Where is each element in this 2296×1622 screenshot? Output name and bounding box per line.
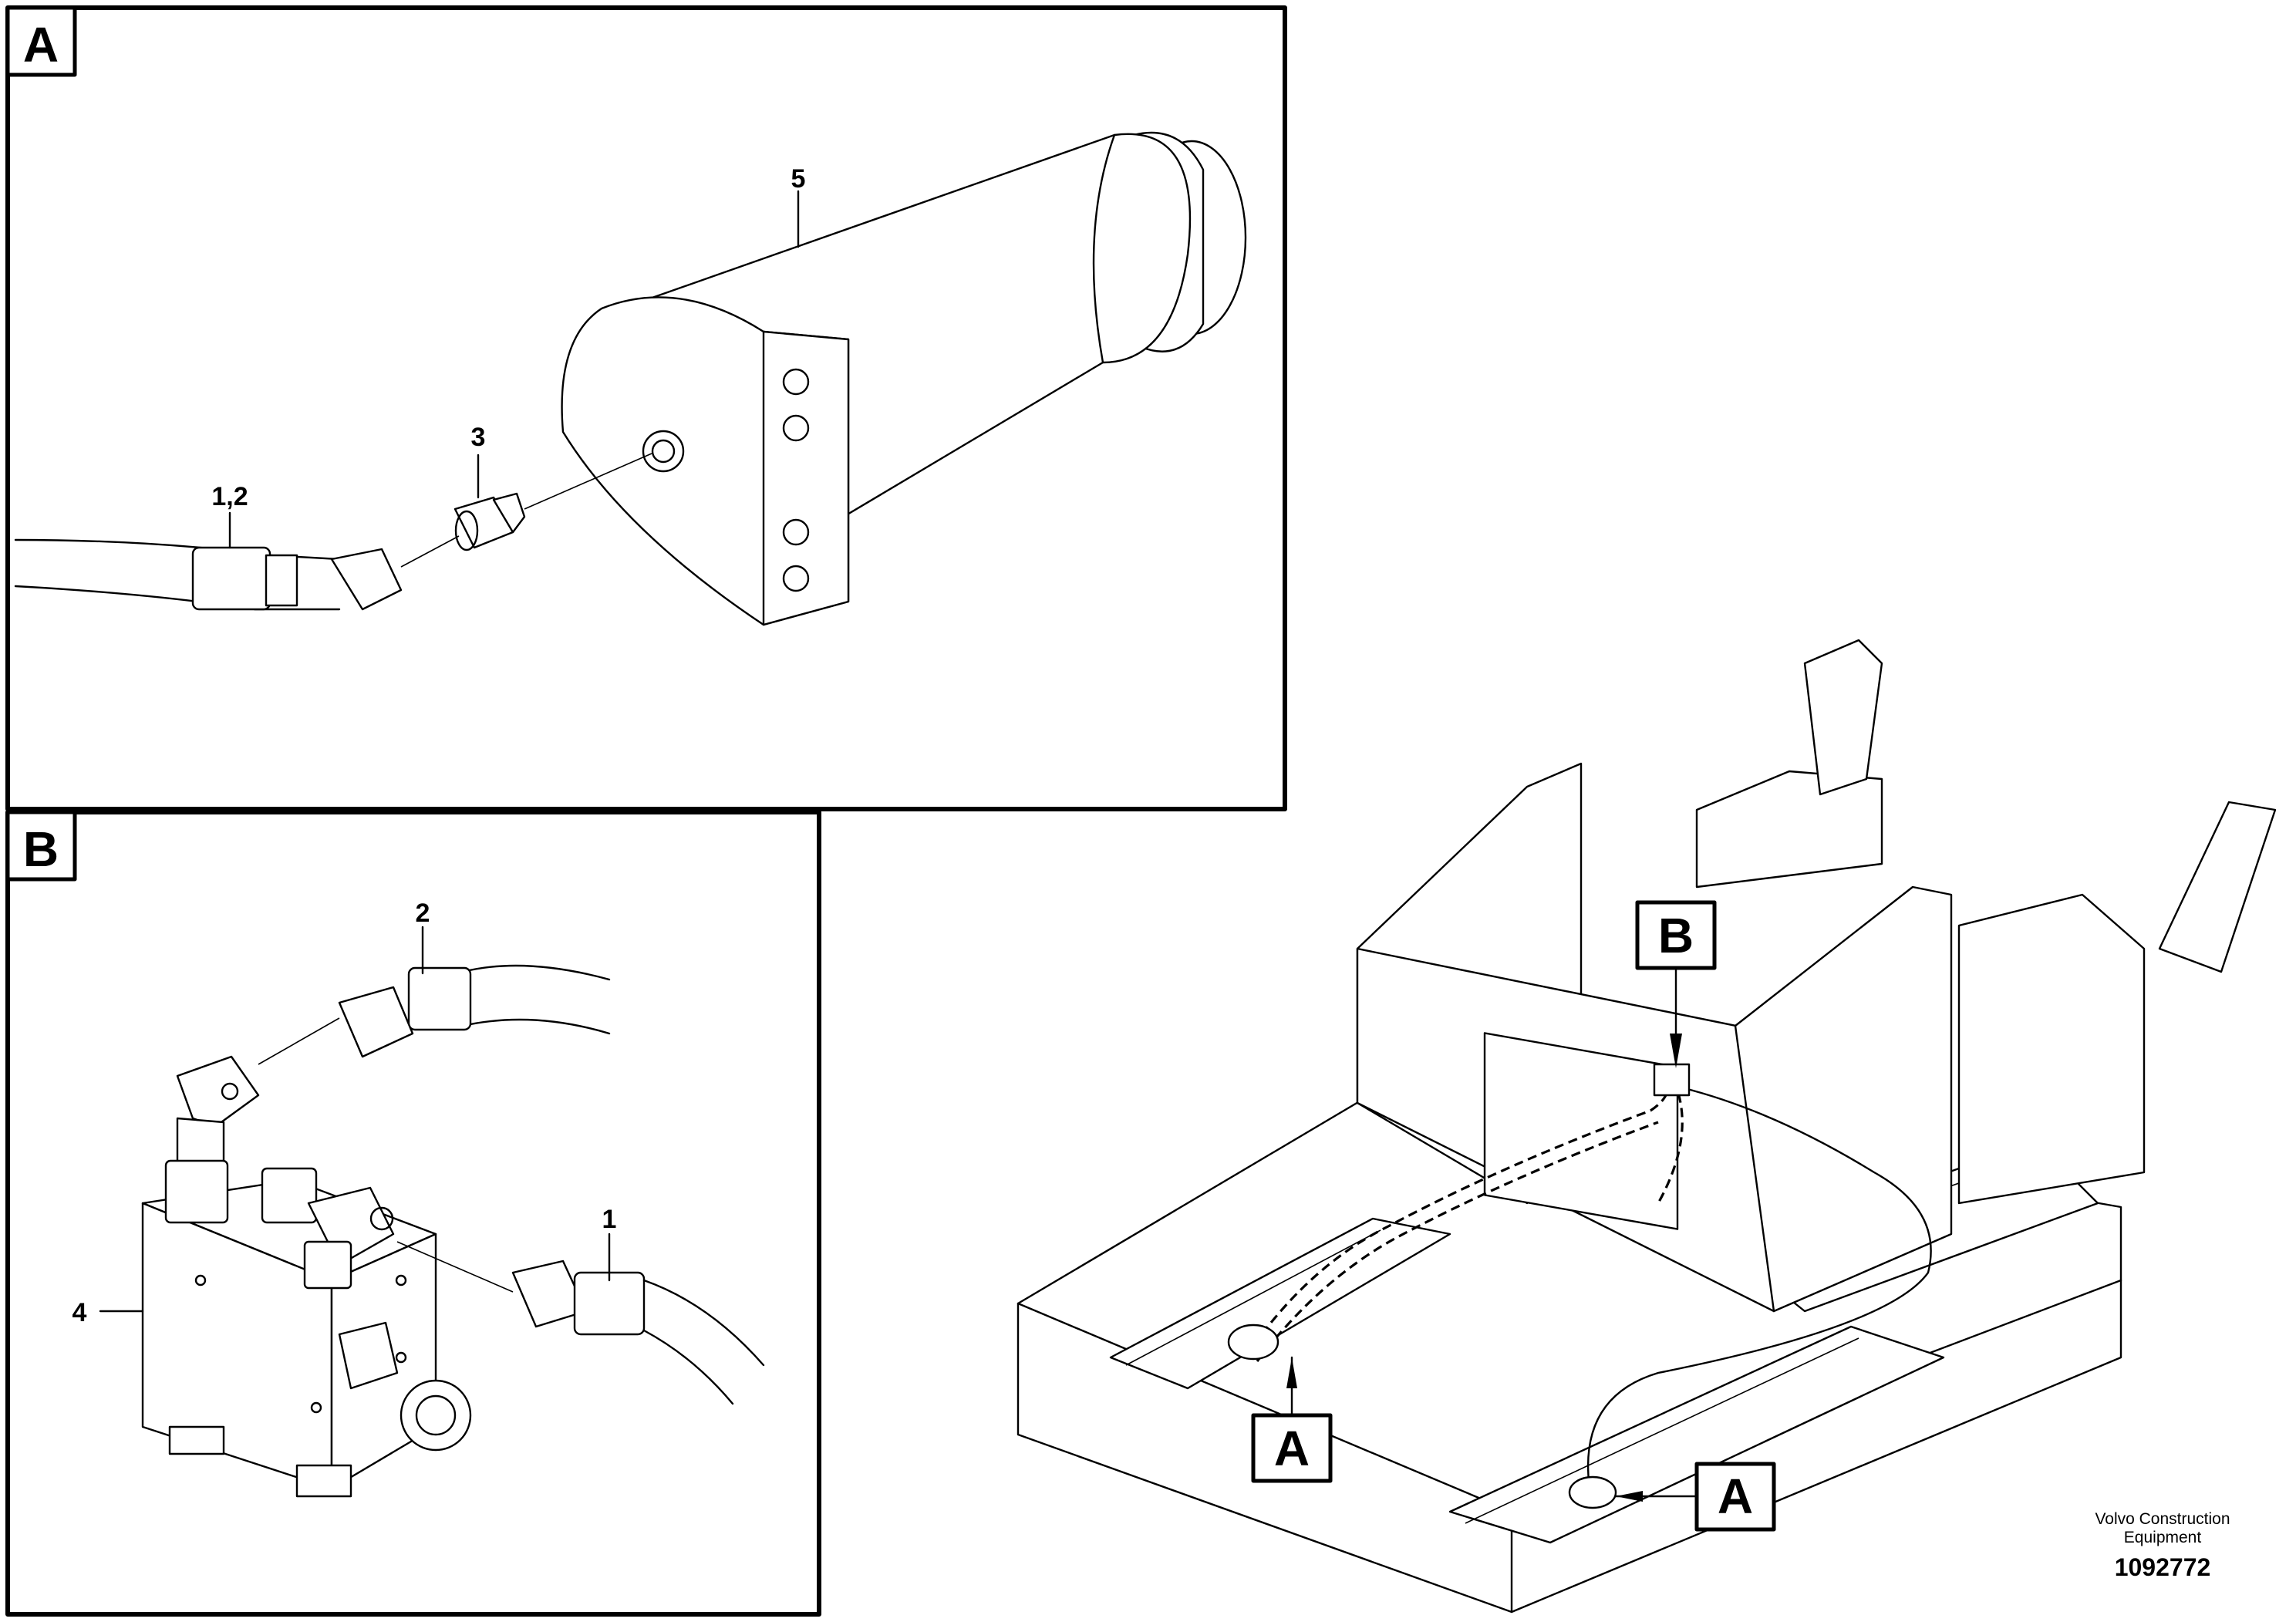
overview-marker-a-left: A (1274, 1421, 1310, 1476)
panel-a-label: A (23, 17, 59, 73)
overview-marker-b: B (1658, 908, 1694, 963)
footer-caption: Volvo Construction Equipment 1092772 (2095, 1510, 2230, 1581)
valve-block (141, 1159, 472, 1498)
company-line-2: Equipment (2124, 1529, 2202, 1546)
callout-1-2: 1,2 (211, 482, 248, 511)
accumulator (561, 131, 1247, 626)
panel-b-label: B (23, 821, 59, 877)
callout-1: 1 (602, 1205, 617, 1234)
illustration-number: 1092772 (2115, 1553, 2211, 1581)
hose-1-assembly (396, 1241, 765, 1405)
machine-overview: B A A (1017, 639, 2277, 1614)
callout-3: 3 (471, 423, 486, 452)
callout-4: 4 (72, 1298, 87, 1327)
detail-panel-a: A (5, 5, 1287, 811)
callout-2: 2 (416, 899, 430, 928)
overview-marker-a-right: A (1718, 1469, 1753, 1524)
callout-5: 5 (791, 164, 806, 194)
hose-assembly (14, 535, 460, 611)
hose-2-assembly (258, 964, 611, 1065)
adapter-fitting (453, 453, 652, 551)
detail-panel-b: B (5, 810, 821, 1617)
company-line-1: Volvo Construction (2095, 1510, 2230, 1528)
